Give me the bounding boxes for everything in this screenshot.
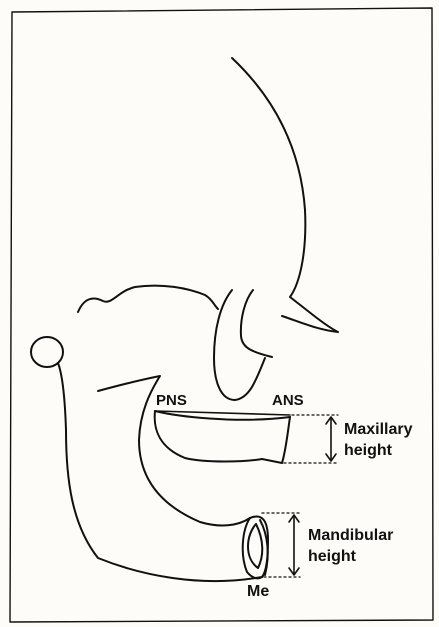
label-mandibular-height-1: Mandibular — [308, 527, 393, 545]
label-pns: PNS — [156, 392, 187, 409]
forehead-nasal-profile — [232, 58, 338, 332]
skull-base-line — [78, 286, 218, 312]
label-me: Me — [247, 583, 269, 601]
label-ans: ANS — [272, 392, 304, 409]
label-mandibular-height-2: height — [308, 548, 356, 566]
symphysis-loop — [248, 524, 262, 568]
maxillary-incisor-area — [282, 417, 290, 463]
maxilla-contour — [241, 290, 272, 357]
label-maxillary-height-2: height — [344, 442, 392, 460]
label-maxillary-height-1: Maxillary — [344, 421, 412, 439]
pterygomaxillary-fissure — [214, 290, 265, 400]
